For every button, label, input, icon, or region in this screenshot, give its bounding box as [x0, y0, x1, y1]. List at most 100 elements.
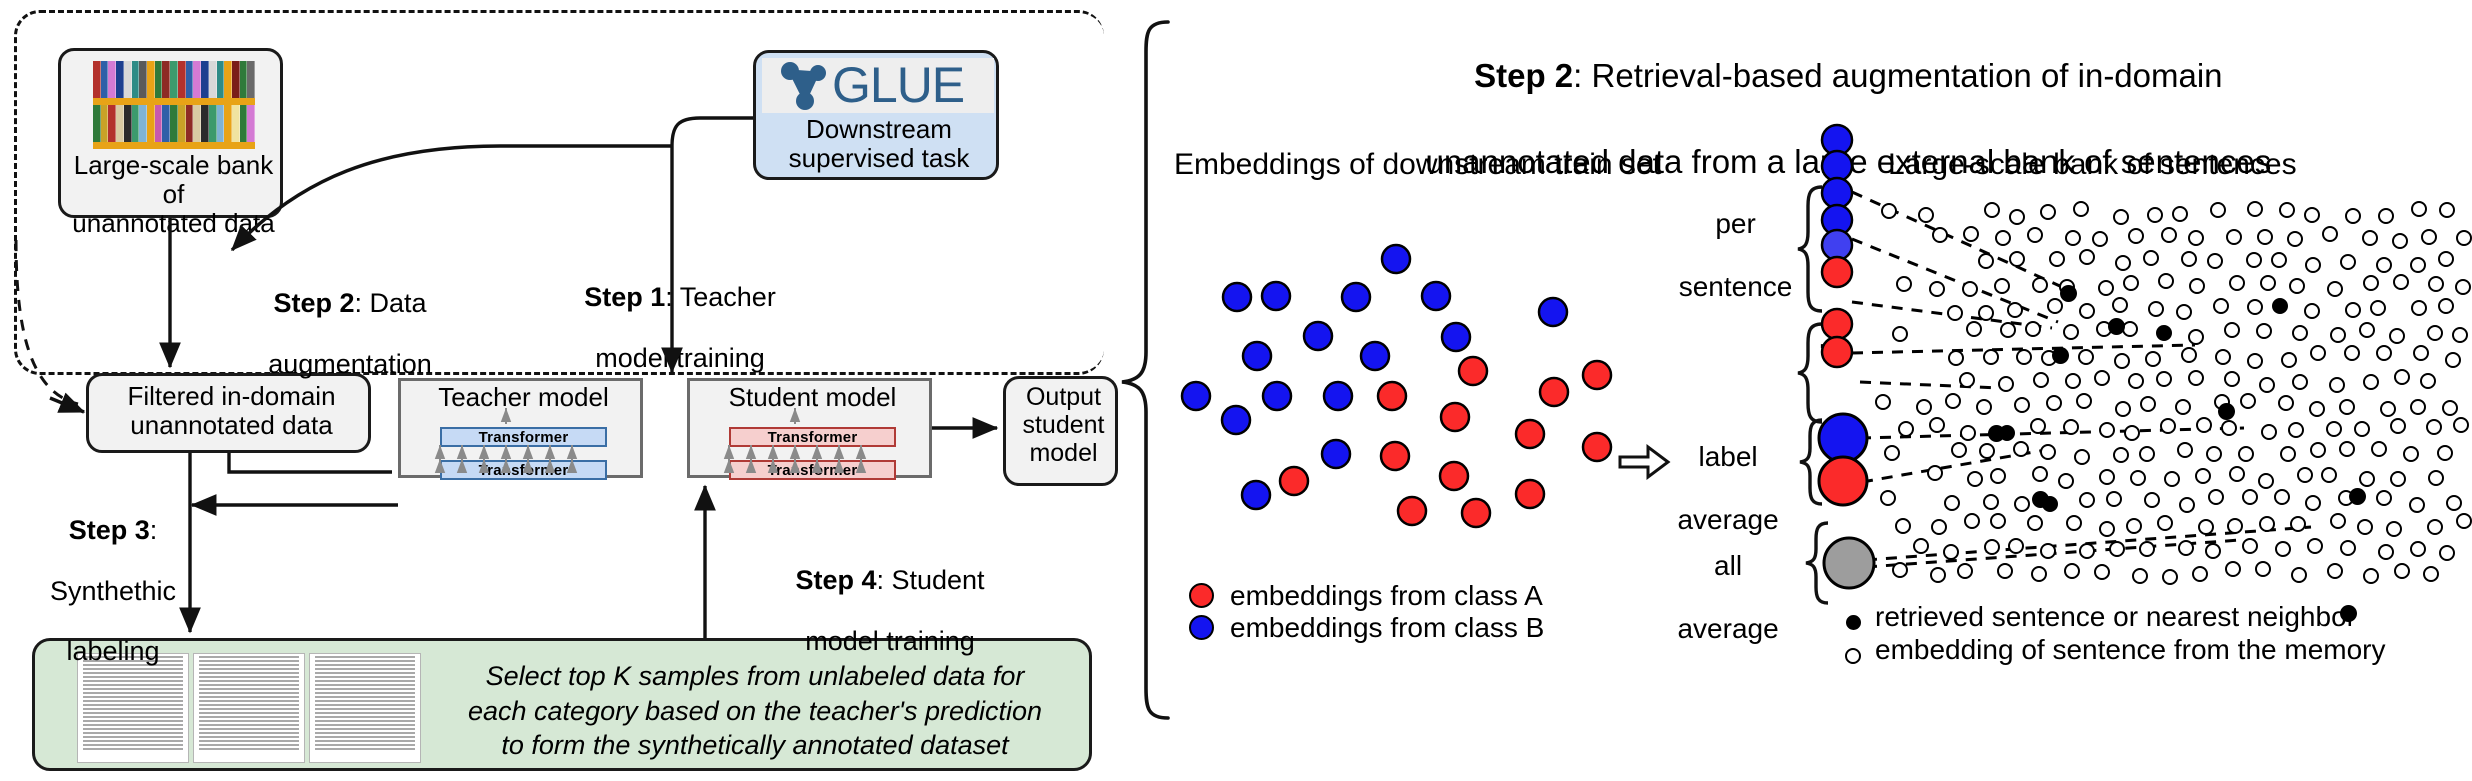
memory-embedding-dot: [2344, 301, 2361, 318]
memory-embedding-dot: [2098, 280, 2115, 297]
memory-embedding-dot: [2064, 562, 2081, 579]
memory-embedding-dot: [2078, 349, 2095, 366]
label-average-label: label average: [1625, 410, 1800, 567]
memory-embedding-dot: [2172, 206, 2189, 223]
memory-embedding-dot: [2123, 425, 2140, 442]
memory-embedding-dot: [1962, 280, 1979, 297]
memory-embedding-dot: [2303, 206, 2320, 223]
memory-embedding-dot: [2161, 568, 2178, 585]
memory-embedding-dot: [2009, 251, 2026, 268]
retrieved-sentence-dot: [2155, 324, 2172, 341]
memory-embedding-dot: [1930, 518, 1947, 535]
memory-embedding-dot: [2143, 250, 2160, 267]
retrieved-sentence-dot: [2060, 285, 2077, 302]
glue-logo-icon: [781, 62, 826, 110]
memory-embedding-dot: [2376, 344, 2393, 361]
student-transformer-lower: Transformer: [729, 460, 896, 480]
memory-embedding-dot: [2361, 229, 2378, 246]
memory-embedding-dot: [2274, 540, 2291, 557]
memory-embedding-dot: [2362, 567, 2379, 584]
legend-label-retrieved: retrieved sentence or nearest neighbor: [1875, 601, 2356, 632]
step-2-line2: augmentation: [268, 348, 432, 379]
memory-embedding-dot: [2229, 274, 2246, 291]
memory-embedding-dot: [2013, 441, 2030, 458]
memory-embedding-dot: [2420, 372, 2437, 389]
step-3-bold: Step 3: [68, 515, 150, 546]
memory-embedding-dot: [2411, 300, 2428, 317]
step-3-label: Step 3: Synthethic labeling: [18, 485, 178, 697]
memory-embedding-dot: [1874, 394, 1891, 411]
memory-embedding-dot: [2277, 395, 2294, 412]
legend-label-class-a: embeddings from class A: [1230, 580, 1543, 611]
memory-embedding-dot: [2436, 444, 2453, 461]
bank-of-unannotated-data-box[interactable]: Large-scale bank of unannotated data: [58, 48, 283, 238]
memory-embedding-dot: [2079, 249, 2096, 266]
memory-embedding-dot: [2307, 538, 2324, 555]
memory-embedding-dot: [2261, 423, 2278, 440]
memory-embedding-dot: [2377, 544, 2394, 561]
memory-embedding-dot: [1947, 349, 1964, 366]
memory-embedding-dot: [2155, 370, 2172, 387]
memory-embedding-dot: [2370, 440, 2387, 457]
document-thumbnail: [77, 653, 189, 763]
memory-embedding-dot: [2206, 252, 2223, 269]
memory-embedding-dot: [1881, 203, 1898, 220]
memory-embedding-dot: [2330, 326, 2347, 343]
memory-embedding-dot: [2031, 566, 2048, 582]
memory-embedding-dot: [1918, 206, 1935, 223]
memory-embedding-dot: [2279, 201, 2296, 218]
student-transformer-upper: Transformer: [729, 427, 896, 447]
memory-embedding-dot: [2389, 470, 2406, 487]
synthetic-dataset-box[interactable]: Select top K samples from unlabeled data…: [32, 638, 1092, 771]
memory-embedding-dot: [2388, 327, 2405, 344]
memory-embedding-dot: [2046, 297, 2063, 314]
memory-embedding-dot: [2259, 515, 2276, 532]
dashed-pipeline-region: [14, 10, 1104, 375]
document-thumbnail: [309, 653, 421, 763]
memory-embedding-dot: [2125, 518, 2142, 535]
memory-embedding-dot: [1975, 398, 1992, 415]
memory-embedding-dot: [2046, 394, 2063, 411]
memory-embedding-dot: [2309, 401, 2326, 418]
memory-embedding-dot: [2289, 515, 2306, 532]
memory-embedding-dot: [1943, 495, 1960, 512]
embeddings-subtitle: Embeddings of downstream train set: [1174, 148, 1661, 181]
output-student-model-box[interactable]: Output student model: [1003, 376, 1118, 486]
memory-embedding-dot: [1959, 425, 1976, 442]
step-3-rest: :: [149, 515, 158, 546]
memory-embedding-dot: [2139, 445, 2156, 462]
output-box-label: Output student model: [1022, 383, 1105, 467]
memory-embedding-dot: [2072, 201, 2089, 218]
memory-embedding-dot: [2354, 420, 2371, 437]
memory-embedding-dot: [2209, 202, 2226, 219]
memory-embedding-dot: [2413, 344, 2429, 361]
memory-embedding-dot: [2425, 419, 2442, 436]
glue-downstream-task-box[interactable]: GLUE Downstream supervised task: [753, 50, 999, 180]
memory-embedding-dot: [2176, 303, 2193, 320]
right-title-rest: : Retrieval-based augmentation of in-dom…: [1573, 56, 2223, 94]
memory-embedding-dot: [1993, 277, 2010, 294]
memory-embedding-dot: [2191, 566, 2208, 583]
memory-embedding-dot: [2163, 470, 2180, 487]
memory-embedding-dot: [2428, 469, 2445, 486]
memory-embedding-dot: [2075, 392, 2092, 409]
memory-embedding-dot: [2280, 352, 2297, 369]
filtered-in-domain-data-box[interactable]: Filtered in-domain unannotated data: [86, 373, 371, 453]
memory-embedding-dot: [2452, 327, 2469, 344]
memory-embedding-dot: [1929, 566, 1946, 583]
memory-embedding-dot: [2062, 418, 2079, 435]
memory-embedding-dot: [2326, 280, 2343, 297]
memory-embedding-dot: [2078, 542, 2095, 559]
legend-label-class-b: embeddings from class B: [1230, 612, 1545, 643]
memory-embedding-dot: [2229, 465, 2246, 482]
memory-embedding-dot: [1912, 537, 1929, 554]
memory-embedding-dot: [2160, 226, 2177, 243]
memory-embedding-dot: [2008, 538, 2025, 555]
legend-label-memory: embedding of sentence from the memory: [1875, 634, 2386, 665]
memory-embedding-dot: [1994, 229, 2011, 246]
memory-embedding-dot: [2098, 520, 2115, 537]
memory-embedding-dot: [2409, 497, 2426, 514]
step-1-bold: Step 1: [584, 282, 666, 313]
step-2-bold: Step 2: [273, 288, 355, 319]
